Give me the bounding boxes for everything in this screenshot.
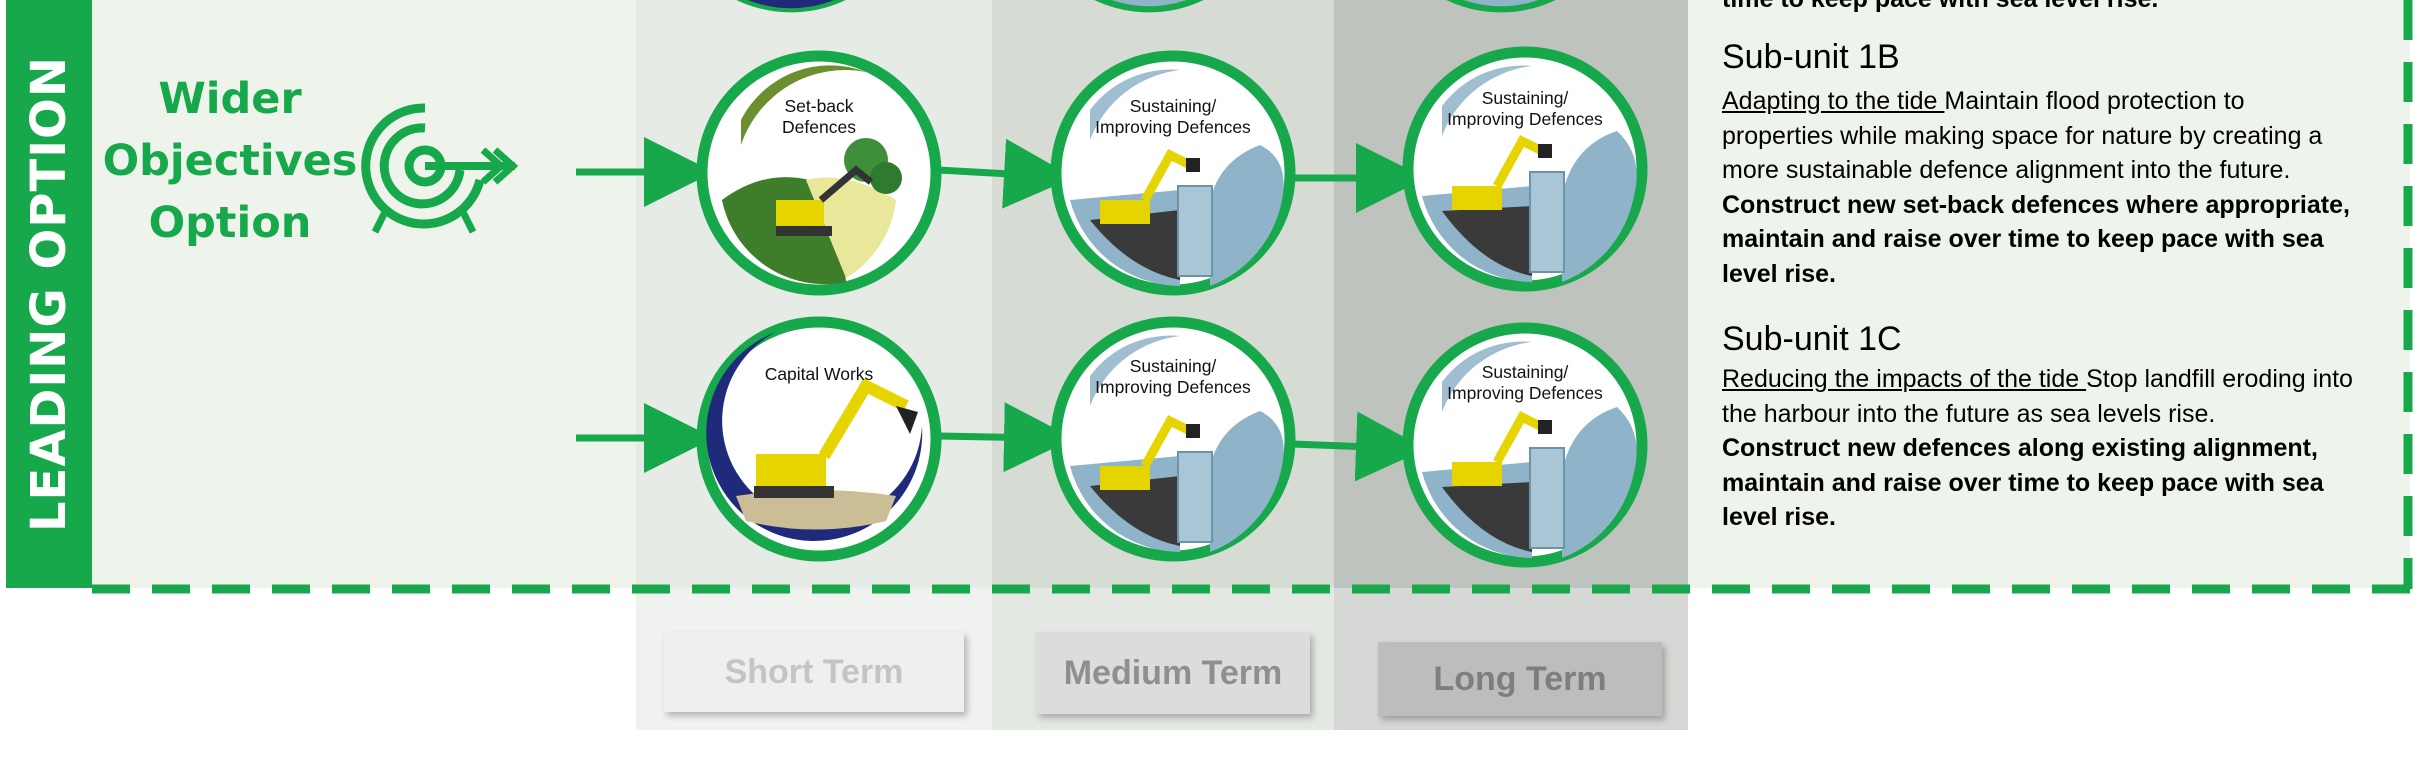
arrow-row2-short-medium: [937, 402, 1074, 473]
circle-label: Sustaining/ Improving Defences: [1095, 356, 1251, 397]
circle-label: Sustaining/ Improving Defences: [1447, 88, 1603, 129]
wider-line-3: Option: [148, 198, 312, 248]
subunit-1c-title: Sub-unit 1C: [1722, 320, 1902, 358]
subunit-1c-body: Reducing the impacts of the tide Stop la…: [1722, 362, 2362, 535]
capital-works-excavator-icon: [696, 316, 942, 562]
circle-label: Capital Works: [764, 364, 874, 384]
circle-row2-medium: Sustaining/ Improving Defences: [1050, 316, 1296, 566]
circle-row1-medium: Sustaining/ Improving Defences: [1050, 50, 1296, 300]
subunit-1b-text: Maintain flood protection to properties …: [1722, 87, 2323, 184]
top-partial-circles: [736, 0, 1556, 13]
leading-option-bar: [6, 0, 92, 588]
seawall-wave-icon: [1050, 316, 1296, 562]
setback-excavator-icon: [696, 50, 942, 296]
arrow-row1-short-medium: [937, 138, 1074, 209]
top-cut-text: time to keep pace with sea level rise.: [1722, 0, 2362, 17]
medium-term-button[interactable]: Medium Term: [1036, 632, 1310, 714]
subunit-1c-underlined: Reducing the impacts of the tide: [1722, 365, 2087, 393]
target-icon: [361, 103, 519, 234]
subunit-1b-underlined: Adapting to the tide: [1722, 87, 1945, 115]
subunit-1c-bold: Construct new defences along existing al…: [1722, 434, 2324, 531]
circle-label: Set-back Defences: [782, 96, 856, 137]
short-term-button[interactable]: Short Term: [664, 632, 964, 712]
arrow-row2-medium-long: [1291, 411, 1426, 482]
seawall-wave-icon: [1402, 46, 1648, 292]
wider-line-1: Wider: [158, 74, 302, 124]
wider-line-2: Objectives: [102, 136, 358, 186]
circle-row2-long: Sustaining/ Improving Defences: [1402, 322, 1648, 572]
circle-row1-long: Sustaining/ Improving Defences: [1402, 46, 1648, 296]
subunit-1b-body: Adapting to the tide Maintain flood prot…: [1722, 84, 2362, 291]
wider-objectives-title: Wider Objectives Option: [100, 68, 360, 254]
subunit-1b-bold: Construct new set-back defences where ap…: [1722, 190, 2350, 288]
circle-label: Sustaining/ Improving Defences: [1447, 362, 1603, 403]
subunit-1b-title: Sub-unit 1B: [1722, 38, 1900, 76]
seawall-wave-icon: [1050, 50, 1296, 296]
flow-arrows: [576, 137, 1426, 482]
long-term-button[interactable]: Long Term: [1378, 642, 1662, 716]
subunit-1c-text: Stop landfill eroding into the harbour i…: [1722, 365, 2353, 428]
circle-row2-short: Capital Works: [696, 316, 942, 566]
circle-row1-short: Set-back Defences: [696, 50, 942, 300]
seawall-wave-icon: [1402, 322, 1648, 568]
circle-label: Sustaining/ Improving Defences: [1095, 96, 1251, 137]
